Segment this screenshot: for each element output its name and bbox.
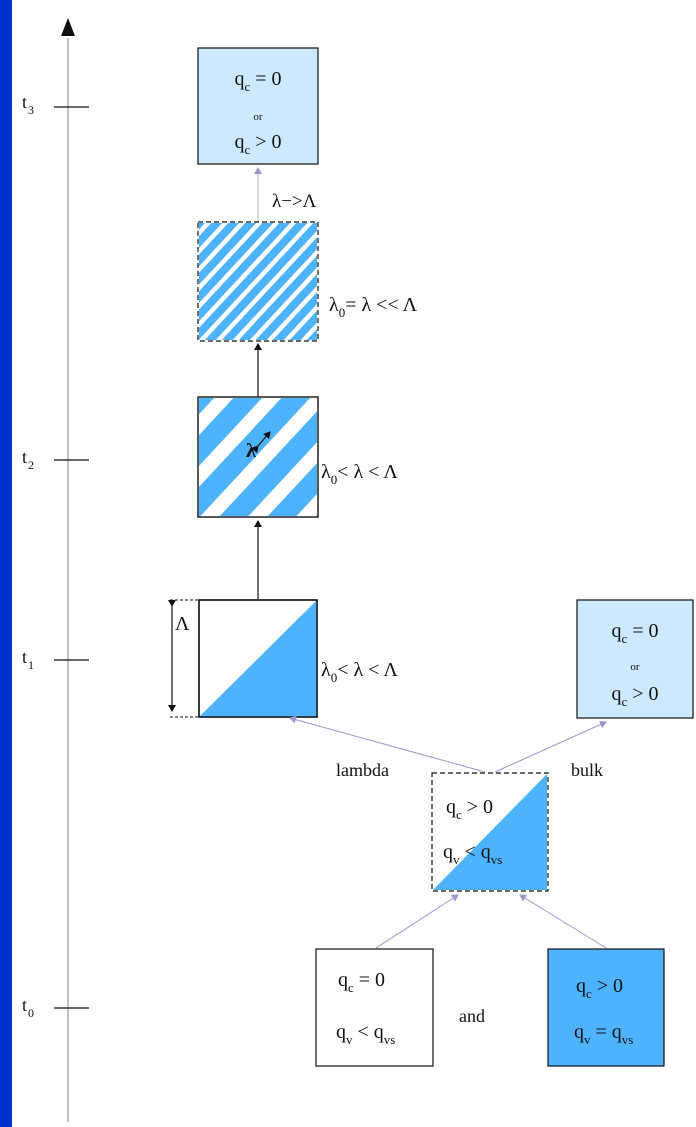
fine-stripe [199, 223, 291, 322]
arrow-bulk-path [494, 720, 607, 773]
box-t1-right-or: or [630, 661, 640, 673]
label-lambda-path: lambda [336, 760, 389, 780]
label-medium-stripes: λ0< λ < Λ [321, 461, 398, 487]
label-half-triangle: λ0< λ < Λ [321, 659, 398, 685]
box-t0-right-line2: qv = qvs [574, 1021, 633, 1047]
box-half-triangle [198, 599, 318, 718]
fine-stripe [199, 223, 223, 248]
white-panel [12, 0, 696, 1127]
fine-stripe [238, 255, 317, 340]
medium-stripe [199, 398, 263, 466]
label-and: and [459, 1006, 485, 1026]
box-t0-left-line1: qc = 0 [338, 969, 385, 995]
box-medium-stripes: λ [197, 396, 319, 518]
fine-stripe [199, 223, 308, 340]
fine-stripe [199, 223, 274, 303]
label-lambda-to-Lambda: λ−>Λ [272, 191, 317, 212]
box-t3-left: qc = 0 or qc > 0 [197, 47, 319, 165]
arrow-t0-left-to-mixed [375, 894, 459, 949]
box-t3-left-or: or [253, 111, 263, 123]
time-axis: t3 t2 t1 t0 [22, 18, 89, 1122]
box-t0-left-line2: qv < qvs [336, 1021, 395, 1047]
box-t0-right-line1: qc > 0 [576, 975, 623, 1001]
fine-stripe [204, 223, 317, 340]
arrow-lambda-path [289, 715, 486, 773]
box-t1-right-line2: qc > 0 [611, 683, 658, 709]
fine-stripe [221, 237, 317, 340]
axis-arrow-icon [61, 18, 75, 36]
box-t0-left: qc = 0 qv < qvs [315, 948, 434, 1067]
label-bulk-path: bulk [571, 760, 603, 780]
fine-stripe [289, 310, 317, 340]
label-fine-stripes: λ0= λ << Λ [329, 294, 418, 320]
medium-stripe [199, 398, 311, 516]
box-t3-left-line1: qc = 0 [234, 68, 281, 94]
box-mixed: qc > 0 qv < qvs [431, 772, 549, 892]
medium-stripe [267, 463, 317, 516]
fine-stripe [272, 292, 317, 340]
medium-stripe [219, 411, 317, 516]
tick-label-t1: t1 [22, 647, 34, 672]
box-t0-right: qc > 0 qv = qvs [547, 948, 665, 1067]
tick-label-t3: t3 [22, 92, 34, 117]
box-height-dimension: Λ [168, 599, 199, 718]
stripe-width-arrow [251, 431, 271, 454]
box-t1-right: qc = 0 or qc > 0 [576, 599, 694, 719]
fine-stripe [255, 273, 317, 340]
fine-stripe [199, 223, 240, 267]
tick-label-t0: t0 [22, 995, 34, 1020]
box-fine-stripes [197, 221, 319, 342]
box-t1-right-line1: qc = 0 [611, 620, 658, 646]
label-stripe-width: λ [246, 440, 256, 462]
tick-label-t2: t2 [22, 447, 34, 472]
fine-stripe [199, 223, 257, 285]
box-mixed-line1: qc > 0 [446, 796, 493, 822]
box-mixed-line2: qv < qvs [443, 841, 502, 867]
arrow-t0-right-to-mixed [519, 894, 607, 949]
label-box-height: Λ [175, 613, 190, 635]
box-t3-left-line2: qc > 0 [234, 131, 281, 157]
